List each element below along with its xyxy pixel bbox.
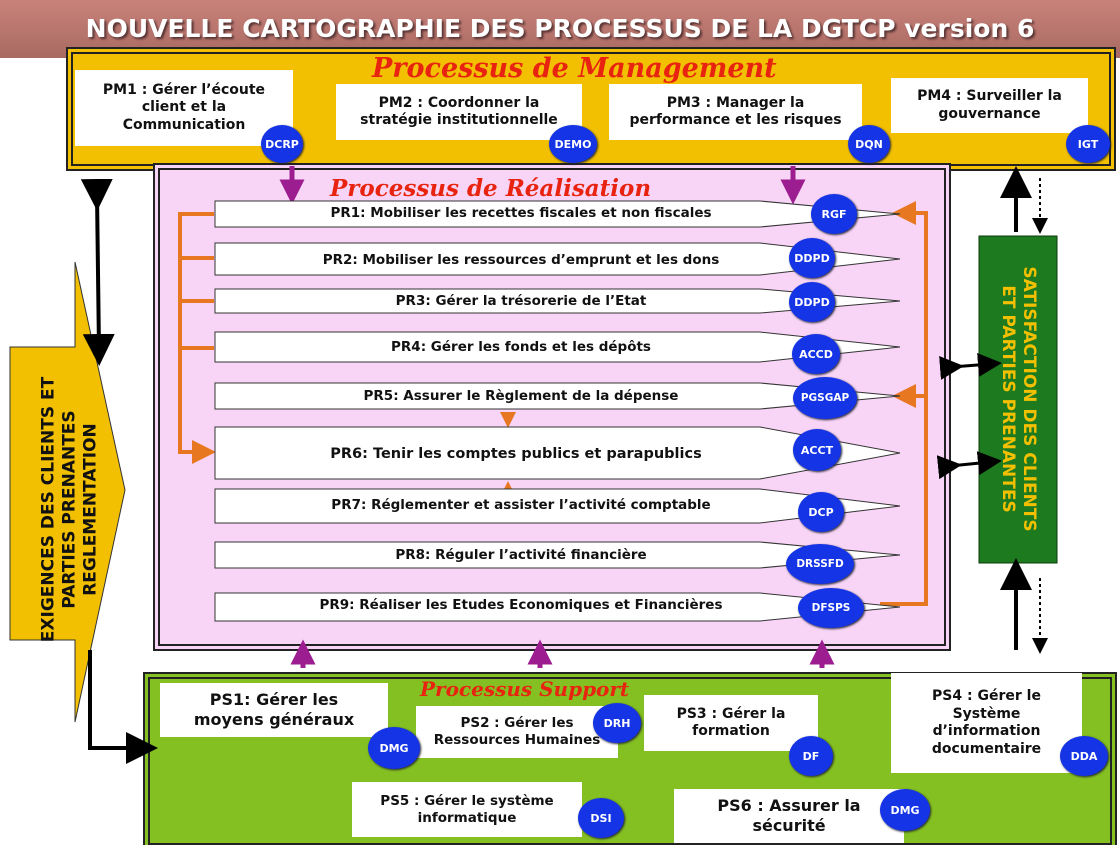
pm4-box[interactable]: PM4 : Surveiller la gouvernance (891, 78, 1088, 133)
ps3-badge: DF (789, 736, 833, 776)
pr8-label: PR8: Réguler l’activité financière (395, 547, 647, 563)
ps4-badge: DDA (1060, 736, 1108, 776)
pm4-label: PM4 : Surveiller la gouvernance (917, 88, 1062, 122)
ps1-box[interactable]: PS1: Gérer les moyens généraux (160, 683, 388, 737)
ps6-box[interactable]: PS6 : Assurer la sécurité (674, 789, 904, 843)
pr6-badge: ACCT (793, 429, 841, 471)
pr7-badge: DCP (798, 492, 844, 532)
title-bar (0, 0, 1120, 58)
ps5-badge: DSI (578, 798, 624, 838)
pr4-badge: ACCD (792, 334, 840, 374)
pr1-badge: RGF (811, 194, 857, 234)
pr8-badge: DRSSFD (786, 544, 854, 584)
pr9-label: PR9: Réaliser les Etudes Economiques et … (319, 597, 723, 613)
pm3-box[interactable]: PM3 : Manager la performance et les risq… (609, 84, 862, 140)
pm3-badge: DQN (848, 125, 890, 163)
ps5-box[interactable]: PS5 : Gérer le système informatique (352, 782, 582, 837)
pr3-badge: DDPD (789, 282, 835, 322)
ps6-label: PS6 : Assurer la sécurité (717, 796, 861, 835)
pr7-label: PR7: Réglementer et assister l’activité … (331, 497, 711, 513)
pr5-badge: PGSGAP (793, 377, 857, 419)
pr3-label: PR3: Gérer la trésorerie de l’Etat (395, 293, 647, 309)
ps4-box[interactable]: PS4 : Gérer le Système d’information doc… (891, 673, 1082, 773)
ps1-label: PS1: Gérer les moyens généraux (193, 690, 355, 729)
pr1-label: PR1: Mobiliser les recettes fiscales et … (330, 205, 712, 221)
satisfaction-label: SATISFACTION DES CLIENTS ET PARTIES PREN… (997, 249, 1039, 549)
ps2-box[interactable]: PS2 : Gérer les Ressources Humaines (416, 706, 618, 758)
ps2-label: PS2 : Gérer les Ressources Humaines (433, 715, 601, 748)
pm2-box[interactable]: PM2 : Coordonner la stratégie institutio… (336, 84, 582, 140)
management-title: Processus de Management (372, 53, 777, 84)
satisfaction-line2: ET PARTIES PRENANTES (998, 285, 1018, 513)
pm1-box[interactable]: PM1 : Gérer l’écoute client et la Commun… (75, 70, 293, 146)
requirements-line3: REGLEMENTATION (80, 423, 101, 596)
pm1-badge: DCRP (261, 125, 303, 163)
pm3-label: PM3 : Manager la performance et les risq… (629, 94, 842, 129)
pm2-label: PM2 : Coordonner la stratégie institutio… (360, 94, 558, 129)
pr5-label: PR5: Assurer le Règlement de la dépense (363, 388, 679, 404)
pr6-label: PR6: Tenir les comptes publics et parapu… (330, 446, 702, 462)
satisfaction-box (978, 235, 1058, 564)
ps2-badge: DRH (593, 703, 641, 743)
pr2-label: PR2: Mobiliser les ressources d’emprunt … (322, 252, 720, 268)
ps1-badge: DMG (368, 727, 420, 769)
requirements-line2: PARTIES PRENANTES (59, 410, 80, 609)
ps6-badge: DMG (880, 789, 930, 831)
requirements-line1: EXIGENCES DES CLIENTS ET (38, 376, 59, 643)
pr4-label: PR4: Gérer les fonds et les dépôts (391, 339, 651, 355)
ps4-label: PS4 : Gérer le Système d’information doc… (931, 688, 1042, 757)
support-title: Processus Support (420, 677, 630, 701)
realisation-title: Processus de Réalisation (330, 175, 652, 202)
requirements-arrow (9, 261, 126, 723)
ps3-box[interactable]: PS3 : Gérer la formation (644, 695, 818, 751)
ps5-label: PS5 : Gérer le système informatique (380, 792, 554, 826)
requirements-label: EXIGENCES DES CLIENTS ET PARTIES PRENANT… (39, 340, 102, 680)
pr9-badge: DFSPS (798, 588, 864, 628)
page-title: NOUVELLE CARTOGRAPHIE DES PROCESSUS DE L… (85, 14, 1035, 43)
pm2-badge: DEMO (549, 125, 597, 163)
ps3-label: PS3 : Gérer la formation (676, 705, 786, 740)
pr2-badge: DDPD (789, 238, 835, 278)
pm1-label: PM1 : Gérer l’écoute client et la Commun… (102, 81, 266, 133)
pm4-badge: IGT (1066, 125, 1110, 163)
satisfaction-line1: SATISFACTION DES CLIENTS (1019, 266, 1039, 532)
